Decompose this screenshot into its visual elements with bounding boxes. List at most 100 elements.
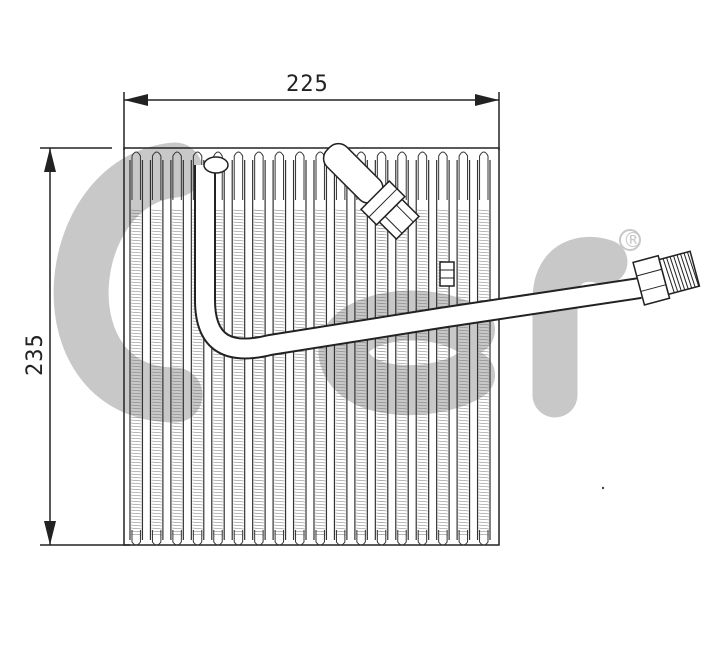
core-fin-line (192, 509, 203, 512)
core-fin-line (151, 368, 162, 371)
core-fin-line (212, 488, 224, 491)
core-fin-line (151, 383, 162, 386)
core-fin-line (151, 446, 162, 449)
core-fin-line (458, 530, 469, 533)
core-fin-line (376, 245, 387, 248)
core-fin-line (274, 407, 285, 410)
core-fin-line (376, 506, 387, 509)
core-fin-line (294, 365, 306, 368)
core-fin-line (314, 359, 326, 362)
width-dimension: 225 (123, 70, 500, 150)
core-fin-line (130, 530, 142, 533)
core-fin-line (396, 455, 408, 458)
core-fin-line (151, 338, 162, 341)
core-fin-line (417, 422, 428, 425)
core-fin-line (417, 332, 428, 335)
core-fin-line (151, 419, 162, 422)
core-fin-line (212, 509, 224, 512)
core-fin-line (294, 353, 306, 356)
core-fin-line (314, 500, 326, 503)
core-fin-line (376, 419, 387, 422)
core-fin-line (274, 434, 285, 437)
core-fin-line (130, 386, 142, 389)
core-fin-line (376, 272, 387, 275)
core-fin-line (417, 347, 428, 350)
core-fin-line (376, 515, 387, 518)
core-fin-line (151, 278, 162, 281)
core-fin-line (253, 422, 265, 425)
core-fin-line (458, 488, 469, 491)
core-fin-line (212, 431, 224, 434)
core-fin-line (396, 257, 408, 260)
core-fin-line (458, 239, 469, 242)
core-fin-line (274, 221, 285, 224)
core-fin-line (478, 278, 490, 281)
core-fin-line (130, 227, 142, 230)
core-fin-line (478, 233, 490, 236)
core-fin-line (355, 353, 367, 356)
core-fin-line (151, 293, 162, 296)
core-fin-line (130, 248, 142, 251)
core-fin-line (294, 317, 306, 320)
core-fin-line (437, 455, 449, 458)
core-fin-line (294, 446, 306, 449)
core-fin-line (417, 251, 428, 254)
core-tube-cap (458, 151, 469, 200)
core-fin-line (233, 218, 244, 221)
core-fin-line (294, 215, 306, 218)
core-fin-line (314, 464, 326, 467)
core-fin-line (233, 233, 244, 236)
core-fin-line (171, 365, 183, 368)
core-fin-line (253, 386, 265, 389)
core-fin-line (130, 452, 142, 455)
core-fin-line (233, 455, 244, 458)
core-fin-line (437, 395, 449, 398)
core-fin-line (151, 485, 162, 488)
core-fin-line (192, 416, 203, 419)
core-fin-line (458, 260, 469, 263)
core-fin-line (130, 458, 142, 461)
core-fin-line (253, 533, 265, 536)
core-fin-line (253, 371, 265, 374)
core-fin-line (192, 434, 203, 437)
core-tube-cap (254, 151, 264, 200)
core-fin-line (437, 356, 449, 359)
core-fin-line (274, 227, 285, 230)
core-fin-line (478, 266, 490, 269)
core-fin-line (151, 329, 162, 332)
core-fin-line (478, 404, 490, 407)
core-fin-line (294, 458, 306, 461)
core-fin-line (192, 443, 203, 446)
core-fin-line (458, 479, 469, 482)
core-fin-line (417, 458, 428, 461)
core-fin-line (171, 389, 183, 392)
core-fin-line (396, 275, 408, 278)
core-fin-line (294, 230, 306, 233)
core-fin-line (437, 530, 449, 533)
core-fin-line (151, 362, 162, 365)
core-fin-line (314, 476, 326, 479)
core-fin-line (151, 443, 162, 446)
core-fin-line (212, 374, 224, 377)
core-fin-line (151, 491, 162, 494)
core-fin-line (478, 530, 490, 533)
core-fin-line (130, 317, 142, 320)
core-fin-line (171, 359, 183, 362)
core-fin-line (417, 446, 428, 449)
core-fin-line (151, 272, 162, 275)
core-fin-line (314, 434, 326, 437)
core-fin-line (274, 446, 285, 449)
core-fin-line (253, 509, 265, 512)
core-fin-line (458, 287, 469, 290)
core-fin-line (458, 464, 469, 467)
core-fin-line (478, 503, 490, 506)
core-fin-line (478, 431, 490, 434)
core-fin-line (171, 419, 183, 422)
core-fin-line (478, 335, 490, 338)
core-fin-line (314, 260, 326, 263)
core-fin-line (396, 413, 408, 416)
core-fin-line (253, 368, 265, 371)
core-fin-line (233, 497, 244, 500)
core-fin-line (314, 395, 326, 398)
core-fin-line (335, 290, 346, 293)
